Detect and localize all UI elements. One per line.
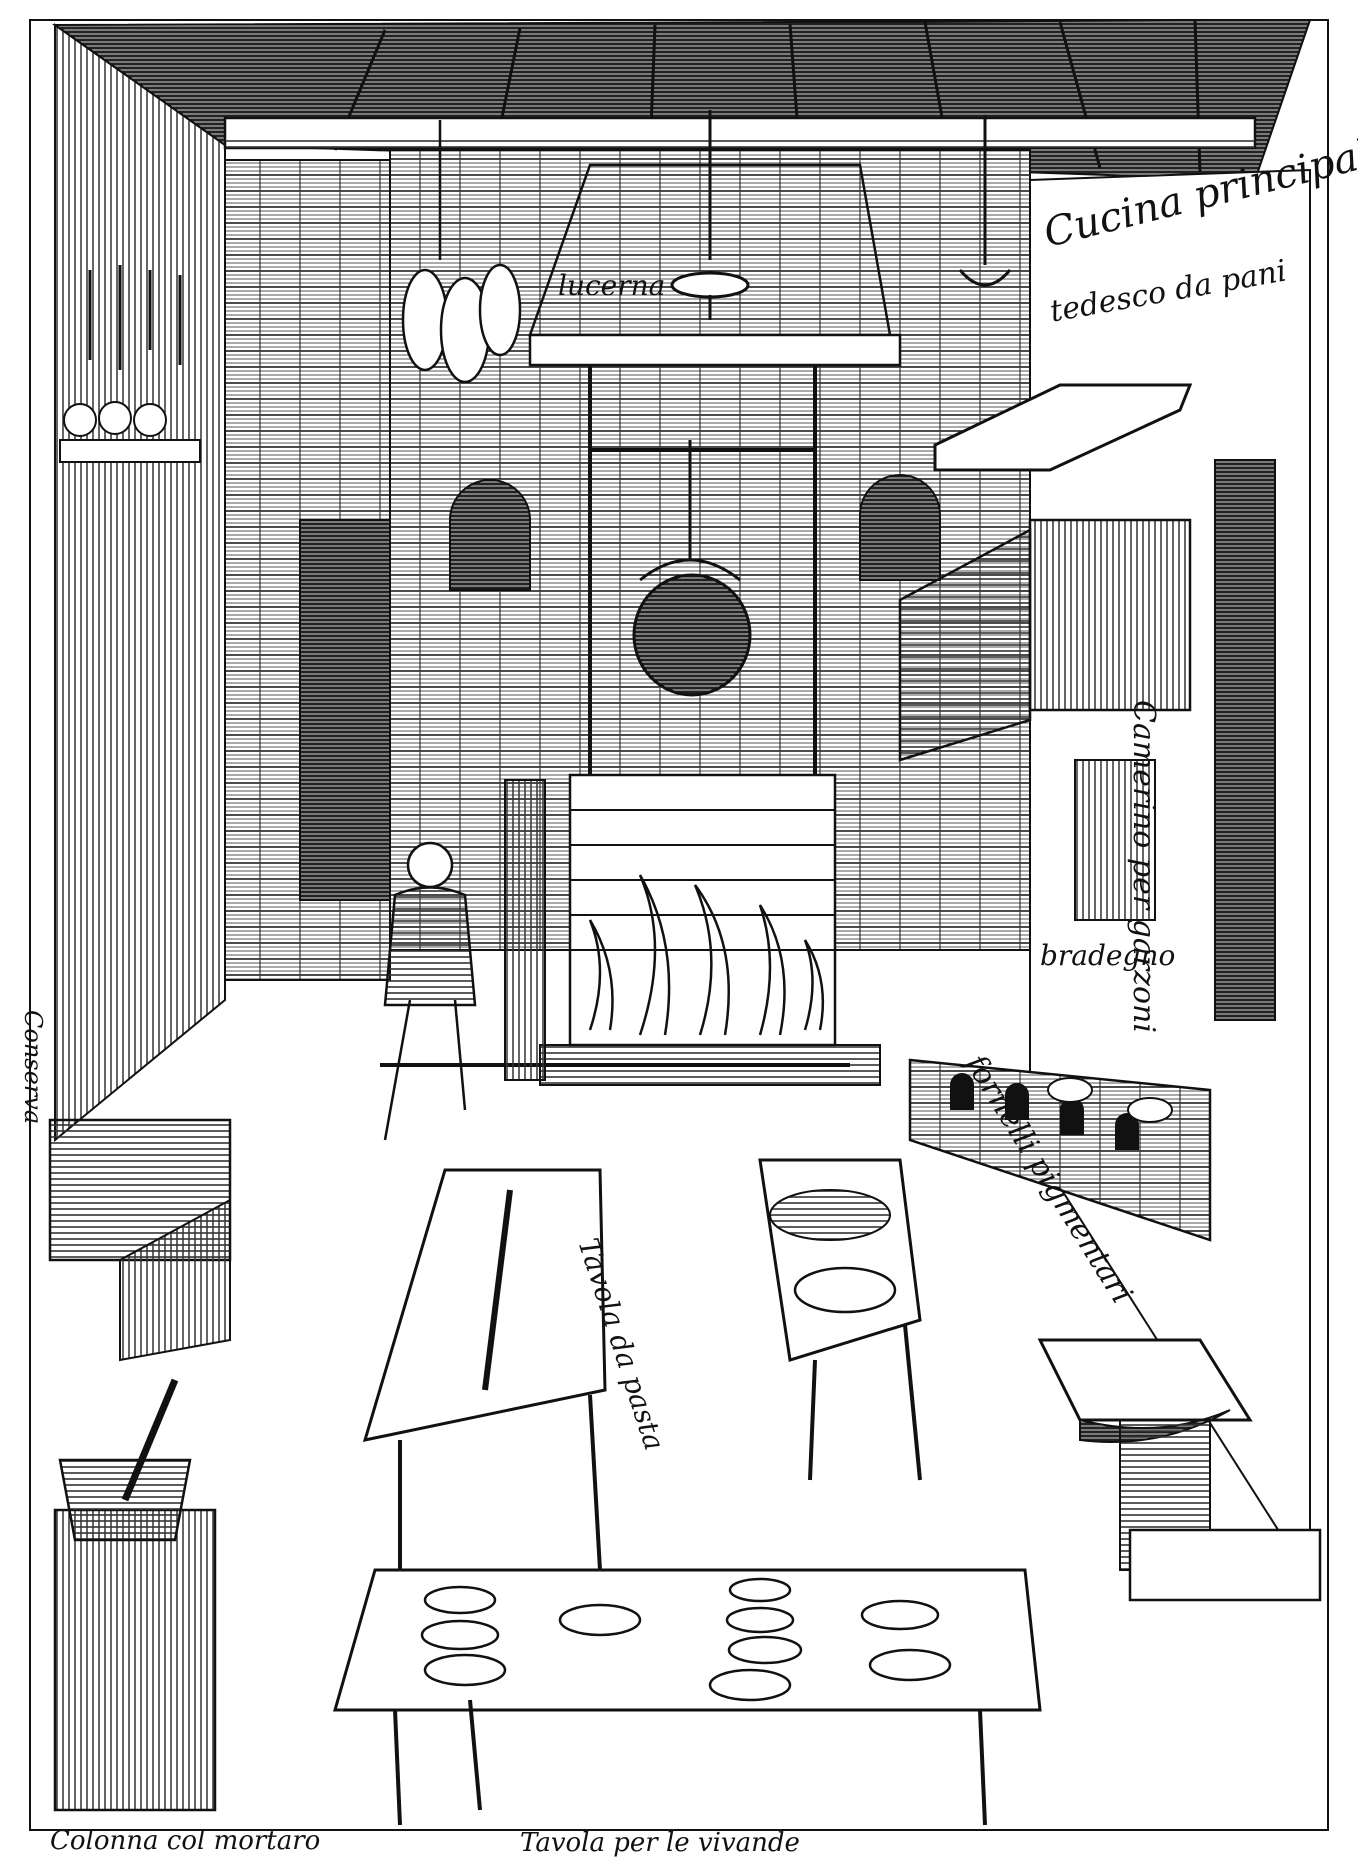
hanging-meat: [401, 120, 522, 384]
label-camerino: Camerino per garzoni: [1126, 700, 1161, 1033]
cross-beam-shade: [225, 140, 1255, 150]
label-tavola-vivande: Tavola per le vivande: [520, 1828, 800, 1858]
stove-arches: [950, 1073, 1139, 1150]
hinged-board: [898, 527, 1032, 762]
hook-right: [958, 115, 1012, 287]
right-bench: [1128, 1528, 1322, 1602]
lamp: [670, 110, 750, 320]
rolling-pin: [482, 1189, 513, 1391]
pasta-table-top: [362, 1168, 607, 1442]
niche-right: [859, 474, 941, 581]
right-window: [1074, 759, 1156, 921]
flames: [588, 874, 825, 1036]
left-plates: [63, 401, 167, 437]
front-plates: [420, 1577, 952, 1702]
front-table-top: [333, 1568, 1042, 1712]
hanging-utensils: [88, 265, 182, 370]
niche-left: [449, 479, 531, 591]
cook-figure: [383, 841, 477, 1141]
hood-rim: [528, 333, 902, 367]
center-dish-1: [769, 1189, 891, 1241]
mortar-column: [53, 1508, 217, 1812]
basin-stand: [119, 1198, 231, 1362]
fire-screen-slats: [570, 809, 835, 951]
left-shelf: [59, 439, 201, 463]
label-bradegno: bradegno: [1040, 939, 1176, 972]
center-dish-2: [793, 1266, 897, 1314]
fire-screen: [568, 773, 837, 1047]
chopping-block: [1037, 1338, 1253, 1422]
front-table-legs: [393, 1699, 987, 1826]
pot-rack: [588, 365, 817, 790]
cauldron: [632, 440, 752, 697]
right-door: [1214, 459, 1276, 1021]
pestle: [121, 1378, 179, 1502]
stove-pots: [1047, 1077, 1173, 1123]
center-table-legs: [808, 1324, 922, 1481]
wall-shelf: [933, 383, 1193, 472]
label-conserva: Conserva: [19, 1010, 47, 1125]
label-colonna: Colonna col mortaro: [50, 1826, 321, 1856]
left-door: [299, 519, 391, 901]
cupboard: [1028, 518, 1192, 712]
label-lucerna: lucerna: [558, 269, 666, 302]
left-wall: [54, 23, 226, 1143]
mortar: [58, 1458, 192, 1542]
shutter: [504, 779, 546, 1081]
